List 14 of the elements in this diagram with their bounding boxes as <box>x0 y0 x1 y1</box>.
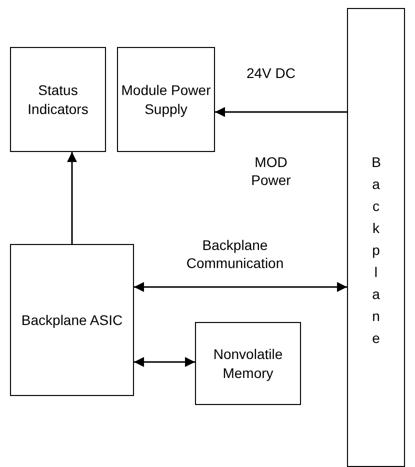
backplane-bar <box>347 8 405 467</box>
node-label: Nonvolatile Memory <box>212 345 284 382</box>
block-box <box>10 244 134 396</box>
arrow <box>134 282 347 292</box>
arrow <box>215 107 347 117</box>
block-box <box>195 322 301 405</box>
arrow <box>67 152 77 244</box>
arrow <box>134 357 195 367</box>
block-box <box>10 47 106 152</box>
node-label: Backplane <box>372 153 380 348</box>
block-box <box>117 47 215 152</box>
node-label: Module Power Supply <box>120 81 212 118</box>
node-label: Backplane ASIC <box>21 310 123 330</box>
node-label: Status Indicators <box>26 81 90 118</box>
